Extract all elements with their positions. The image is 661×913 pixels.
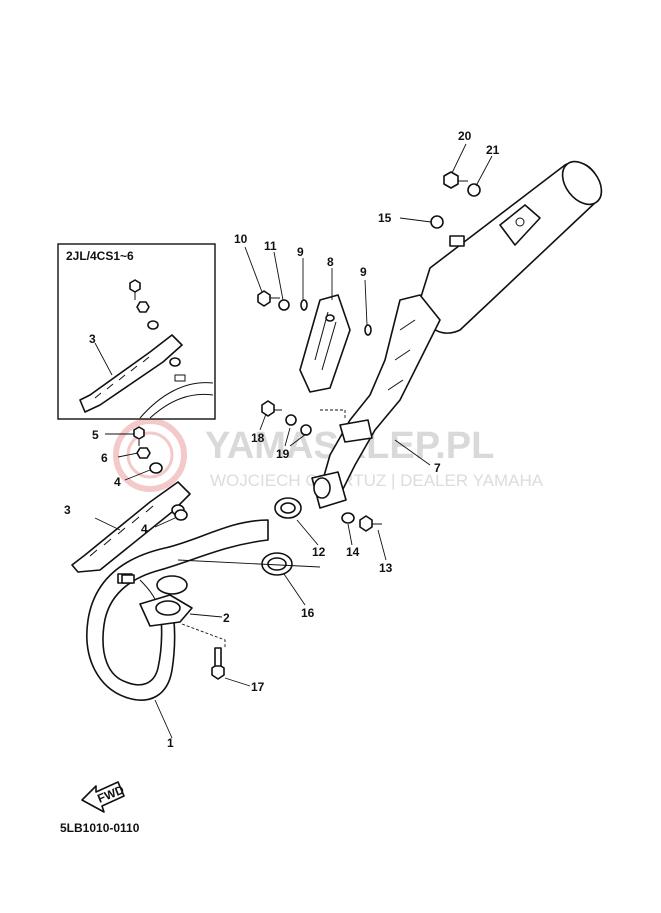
callout-9: 9	[297, 245, 304, 259]
muffler	[311, 160, 603, 509]
hardware-left	[133, 426, 188, 521]
forward-arrow-icon: FWD	[81, 781, 126, 813]
callout-17: 17	[251, 680, 265, 694]
callout-4b: 4	[141, 522, 148, 536]
bolt-17	[181, 623, 226, 680]
callout-3-inset: 3	[89, 332, 96, 346]
callout-8: 8	[327, 255, 334, 269]
hardware-right	[257, 171, 481, 532]
gaskets	[261, 497, 302, 576]
callout-5: 5	[92, 428, 99, 442]
callout-19: 19	[276, 447, 290, 461]
callouts: 1 2 3 4 4 5 6 7 8 9 9 10 11 12 13 14 15 …	[64, 129, 500, 750]
callout-20: 20	[458, 129, 472, 143]
callout-15: 15	[378, 211, 392, 225]
callout-16: 16	[301, 606, 315, 620]
callout-2: 2	[223, 611, 230, 625]
damper-plate	[299, 294, 351, 393]
callout-1: 1	[167, 736, 174, 750]
callout-4: 4	[114, 475, 121, 489]
diagram-code: 5LB1010-0110	[60, 821, 140, 835]
heat-protector	[71, 481, 191, 584]
exhaust-pipe	[86, 519, 269, 701]
callout-10: 10	[234, 232, 248, 246]
callout-11: 11	[264, 239, 277, 253]
inset-panel: 2JL/4CS1~6 3	[57, 243, 216, 420]
callout-6: 6	[101, 451, 108, 465]
callout-13: 13	[379, 561, 393, 575]
callout-18: 18	[251, 431, 265, 445]
callout-12: 12	[312, 545, 326, 559]
callout-21: 21	[486, 143, 500, 157]
callout-14: 14	[346, 545, 360, 559]
inset-label: 2JL/4CS1~6	[66, 249, 134, 263]
leader-lines	[94, 143, 493, 739]
callout-9b: 9	[360, 265, 367, 279]
callout-3: 3	[64, 503, 71, 517]
watermark-tagline: WOJCIECH CZORTUZ | DEALER YAMAHA	[210, 471, 544, 490]
callout-7: 7	[434, 461, 441, 475]
